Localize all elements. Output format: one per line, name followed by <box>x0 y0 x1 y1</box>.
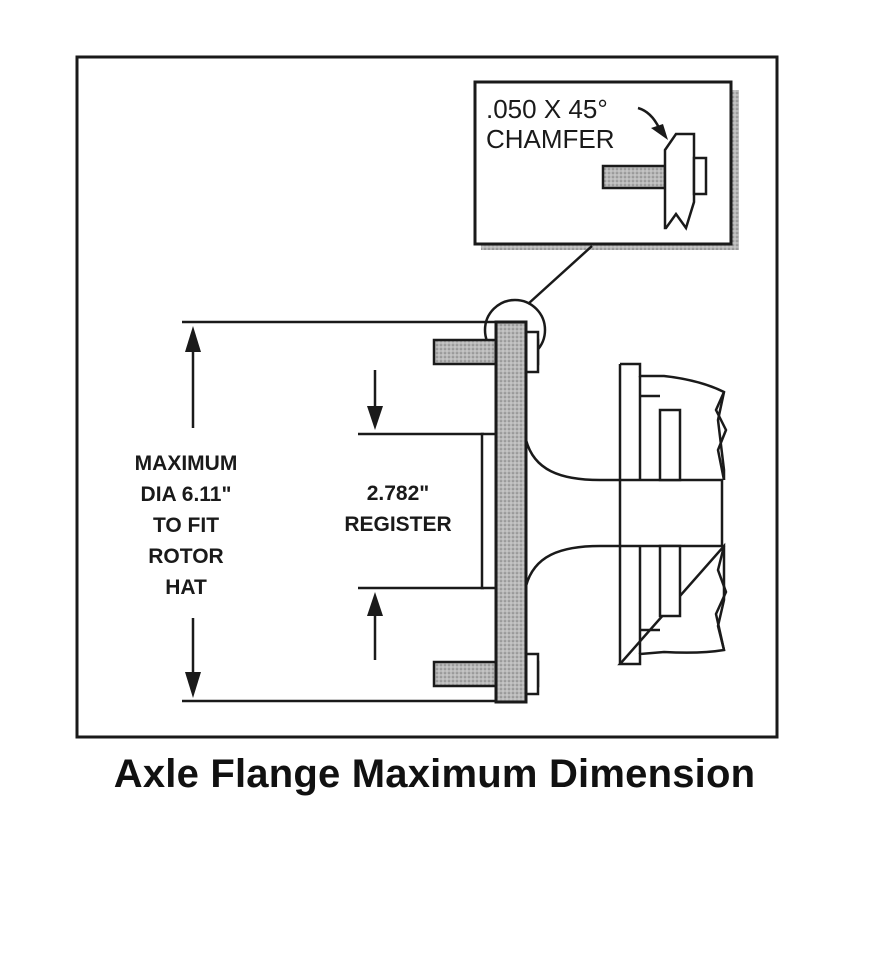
max-dia-label-line5: HAT <box>165 576 207 599</box>
axle-housing-end <box>617 362 728 666</box>
housing-break-line-bottom <box>714 545 728 651</box>
inset-hub-detail <box>692 156 708 196</box>
bearing-bottom <box>658 544 682 618</box>
axle-shaft <box>524 439 724 587</box>
detail-leader-line <box>527 245 593 305</box>
register-label-line1: 2.782" <box>367 482 430 505</box>
diagram-frame <box>75 55 779 739</box>
max-dia-label-line4: ROTOR <box>148 545 223 568</box>
bearing-top <box>658 408 682 482</box>
inset-stud <box>601 164 667 190</box>
register-arrowhead-down <box>367 406 383 430</box>
chamfer-label-line1: .050 X 45° <box>486 94 608 124</box>
register-label-line2: REGISTER <box>344 513 451 536</box>
register-pilot <box>480 432 498 590</box>
max-dia-label-line1: MAXIMUM <box>135 452 238 475</box>
housing-break-line-top <box>714 391 728 481</box>
inset-flange-detail <box>663 132 696 231</box>
register-arrowhead-up <box>367 592 383 616</box>
max-dia-label: MAXIMUM DIA 6.11" TO FIT ROTOR HAT <box>135 452 238 599</box>
chamfer-inset: .050 X 45° CHAMFER <box>473 80 739 250</box>
chamfer-arrowhead <box>651 124 668 140</box>
max-dia-label-line2: DIA 6.11" <box>141 483 232 506</box>
figure-caption: Axle Flange Maximum Dimension <box>113 752 756 796</box>
max-dia-label-line3: TO FIT <box>153 514 219 537</box>
axle-flange-plate <box>494 320 528 704</box>
max-dia-arrowhead-down <box>185 672 201 698</box>
chamfer-label-line2: CHAMFER <box>486 124 615 154</box>
max-dia-arrowhead-up <box>185 326 201 352</box>
stud-head-top <box>524 330 540 374</box>
register-label: 2.782" REGISTER <box>344 482 451 536</box>
stud-head-bottom <box>524 652 540 696</box>
